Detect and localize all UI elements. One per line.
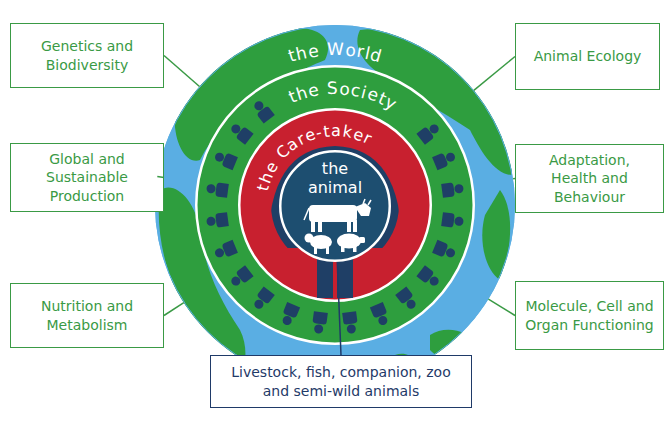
leader-line [337,262,341,355]
society-ring: the animalthe Care-takerthe Society [195,65,475,345]
arc-letter: o [339,80,351,98]
person-icon [416,121,442,145]
ring-label: the Care-taker [252,120,381,204]
arc-letter [319,81,326,98]
arc-letter: S [327,80,338,97]
person-icon [441,181,464,198]
leader-line [157,176,164,177]
ring-label: the Society [277,77,405,125]
person-icon [251,286,275,312]
person-icon [441,212,464,229]
arc-letter: o [344,42,356,60]
person-icon [432,240,457,261]
arc-letter: t [322,123,330,140]
caretaker-figure [268,146,402,298]
person-icon [342,311,359,334]
topic-box: Adaptation, Health and Behaviour [515,144,664,213]
box-label: Livestock, fish, companion, zoo and semi… [211,363,471,399]
box-label: Molecule, Cell and Organ Functioning [516,297,663,333]
person-icon [432,149,457,170]
arc-letter: h [295,44,309,63]
leader-line [164,56,199,87]
box-label: Nutrition and Metabolism [11,297,163,333]
leader-line [513,178,515,180]
caretaker-ring: the animalthe Care-taker [238,108,432,302]
person-icon [206,212,229,229]
center-label: the animal [302,159,368,197]
continents [159,28,513,380]
person-icon [395,286,419,312]
topic-box: Molecule, Cell and Organ Functioning [515,281,664,350]
person-icon [416,265,442,289]
arc-letter [319,42,326,59]
box-label: Adaptation, Health and Behaviour [516,151,663,206]
person-icon [206,181,229,198]
scope-box: Livestock, fish, companion, zoo and semi… [210,355,472,408]
person-icon [213,240,238,261]
ring-label: the World [276,38,391,78]
topic-box: Genetics and Biodiversity [10,23,164,88]
person-icon [228,265,254,289]
world-circle: the animalthe Care-takerthe Societythe W… [155,25,515,385]
person-icon [311,311,328,334]
person-icon [228,121,254,145]
person-icon [213,149,238,170]
arc-letter: a [331,123,341,139]
box-label: Animal Ecology [526,47,650,65]
animal-circle: the animal [279,150,391,262]
leader-line [474,57,515,91]
box-label: Genetics and Biodiversity [11,37,163,73]
ocean [155,25,515,385]
topic-box: Global and Sustainable Production [10,143,164,212]
animal-silhouettes [304,199,371,254]
leader-line [488,299,515,315]
box-label: Global and Sustainable Production [11,150,163,205]
topic-box: Nutrition and Metabolism [10,283,164,348]
person-icon [370,302,391,327]
arc-letter: e [307,42,320,60]
person-icon [279,302,300,327]
arc-letter: W [327,41,344,58]
leader-line [164,303,184,316]
topic-box: Animal Ecology [515,23,660,90]
arc-letter: e [307,82,320,101]
person-icon [251,98,275,124]
